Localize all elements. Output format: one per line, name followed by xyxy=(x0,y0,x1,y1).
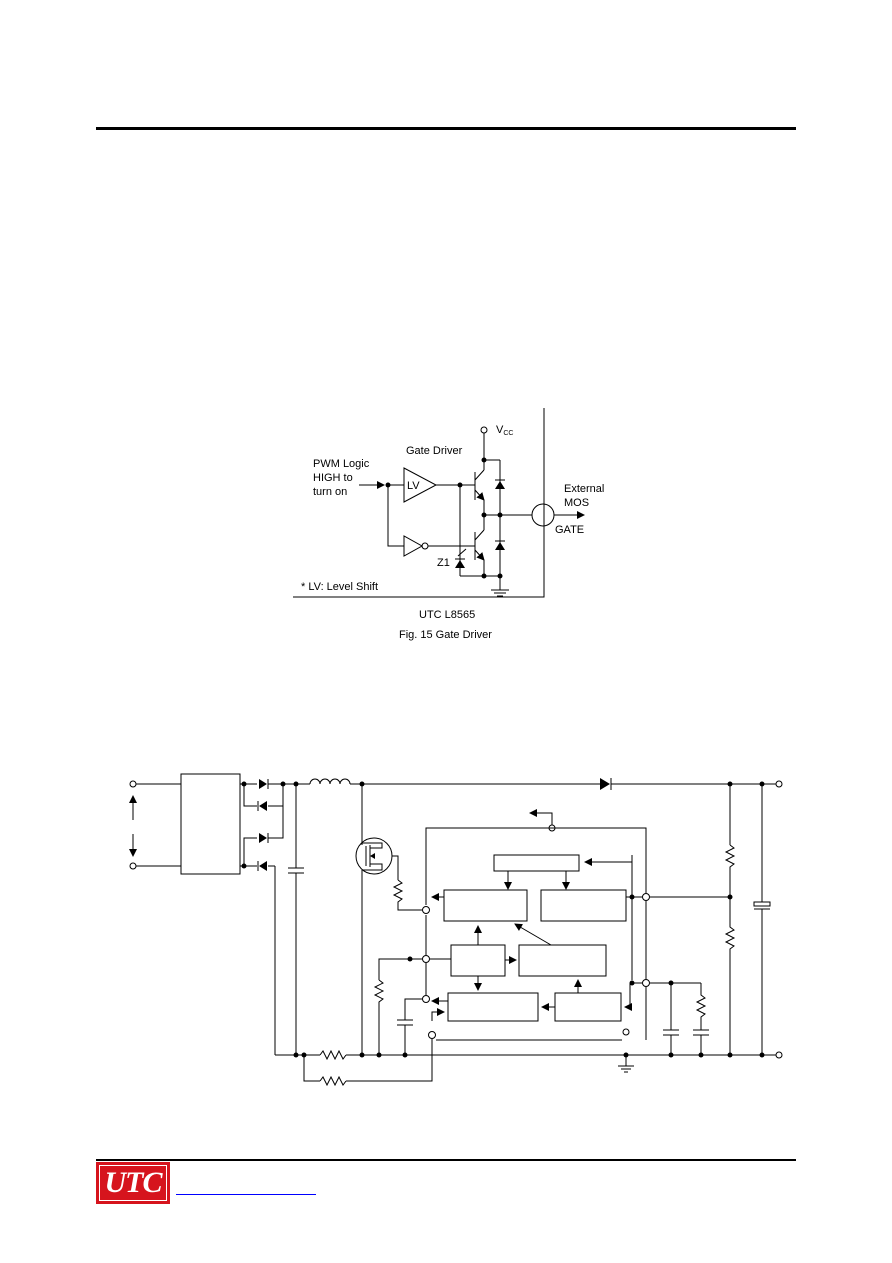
gate-pin-label: GATE xyxy=(555,524,584,536)
pwm-label-line3: turn on xyxy=(313,486,347,498)
footer-rule xyxy=(96,1159,796,1161)
logo-text: UTC xyxy=(104,1166,163,1199)
utc-logo: UTC xyxy=(96,1162,170,1204)
external-mos-label-line1: External xyxy=(564,483,604,495)
z1-label: Z1 xyxy=(437,557,450,569)
external-mos-label-line2: MOS xyxy=(564,497,589,509)
level-shift-note: * LV: Level Shift xyxy=(301,581,378,593)
gate-driver-label: Gate Driver xyxy=(406,445,463,457)
lv-label: LV xyxy=(407,480,420,492)
chip-name-label: UTC L8565 xyxy=(419,609,475,621)
figure-caption: Fig. 15 Gate Driver xyxy=(399,629,492,641)
gate-driver-figure: VCC Gate Driver PWM Logic HIGH to turn o… xyxy=(293,408,604,641)
application-circuit xyxy=(129,773,783,1087)
pwm-label-line1: PWM Logic xyxy=(313,458,370,470)
pwm-label-line2: HIGH to xyxy=(313,472,353,484)
header-rule xyxy=(96,127,796,130)
vcc-label: VCC xyxy=(496,424,513,437)
website-link-underline[interactable] xyxy=(176,1194,316,1195)
